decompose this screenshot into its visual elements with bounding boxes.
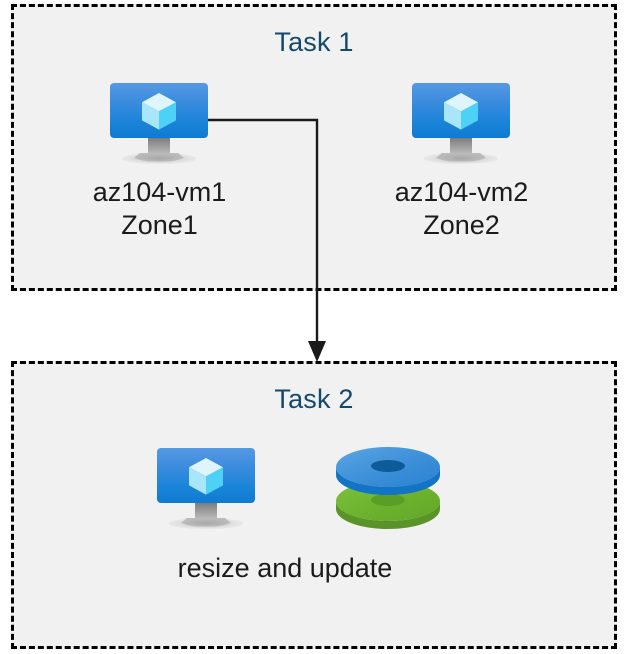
virtual-machine-icon-task2 xyxy=(157,448,255,529)
managed-disks-icon xyxy=(334,445,442,530)
virtual-machine-icon-vm1 xyxy=(110,83,208,164)
task-2-caption: resize and update xyxy=(177,553,393,583)
monitor-stand-neck xyxy=(147,138,171,157)
monitor-stand-foot xyxy=(431,152,491,162)
cube-glyph xyxy=(136,88,182,134)
monitor-stand-neck xyxy=(194,503,218,522)
vm2-label: az104-vm2 Zone2 xyxy=(394,177,529,240)
vm1-label: az104-vm1 Zone1 xyxy=(92,177,227,240)
blue-disk xyxy=(336,447,440,495)
task-1-title: Task 1 xyxy=(274,27,354,57)
task-2-title: Task 2 xyxy=(274,384,354,414)
virtual-machine-icon-vm2 xyxy=(412,83,510,164)
cube-glyph xyxy=(183,453,229,499)
monitor-shadow xyxy=(423,153,499,164)
down-arrow-icon xyxy=(308,341,326,362)
monitor-stand-foot xyxy=(176,517,236,527)
task-2-container xyxy=(11,361,617,649)
monitor-shadow xyxy=(121,153,197,164)
monitor-shadow xyxy=(168,518,244,529)
monitor-stand-foot xyxy=(129,152,189,162)
cube-glyph xyxy=(438,88,484,134)
monitor-stand-neck xyxy=(449,138,473,157)
